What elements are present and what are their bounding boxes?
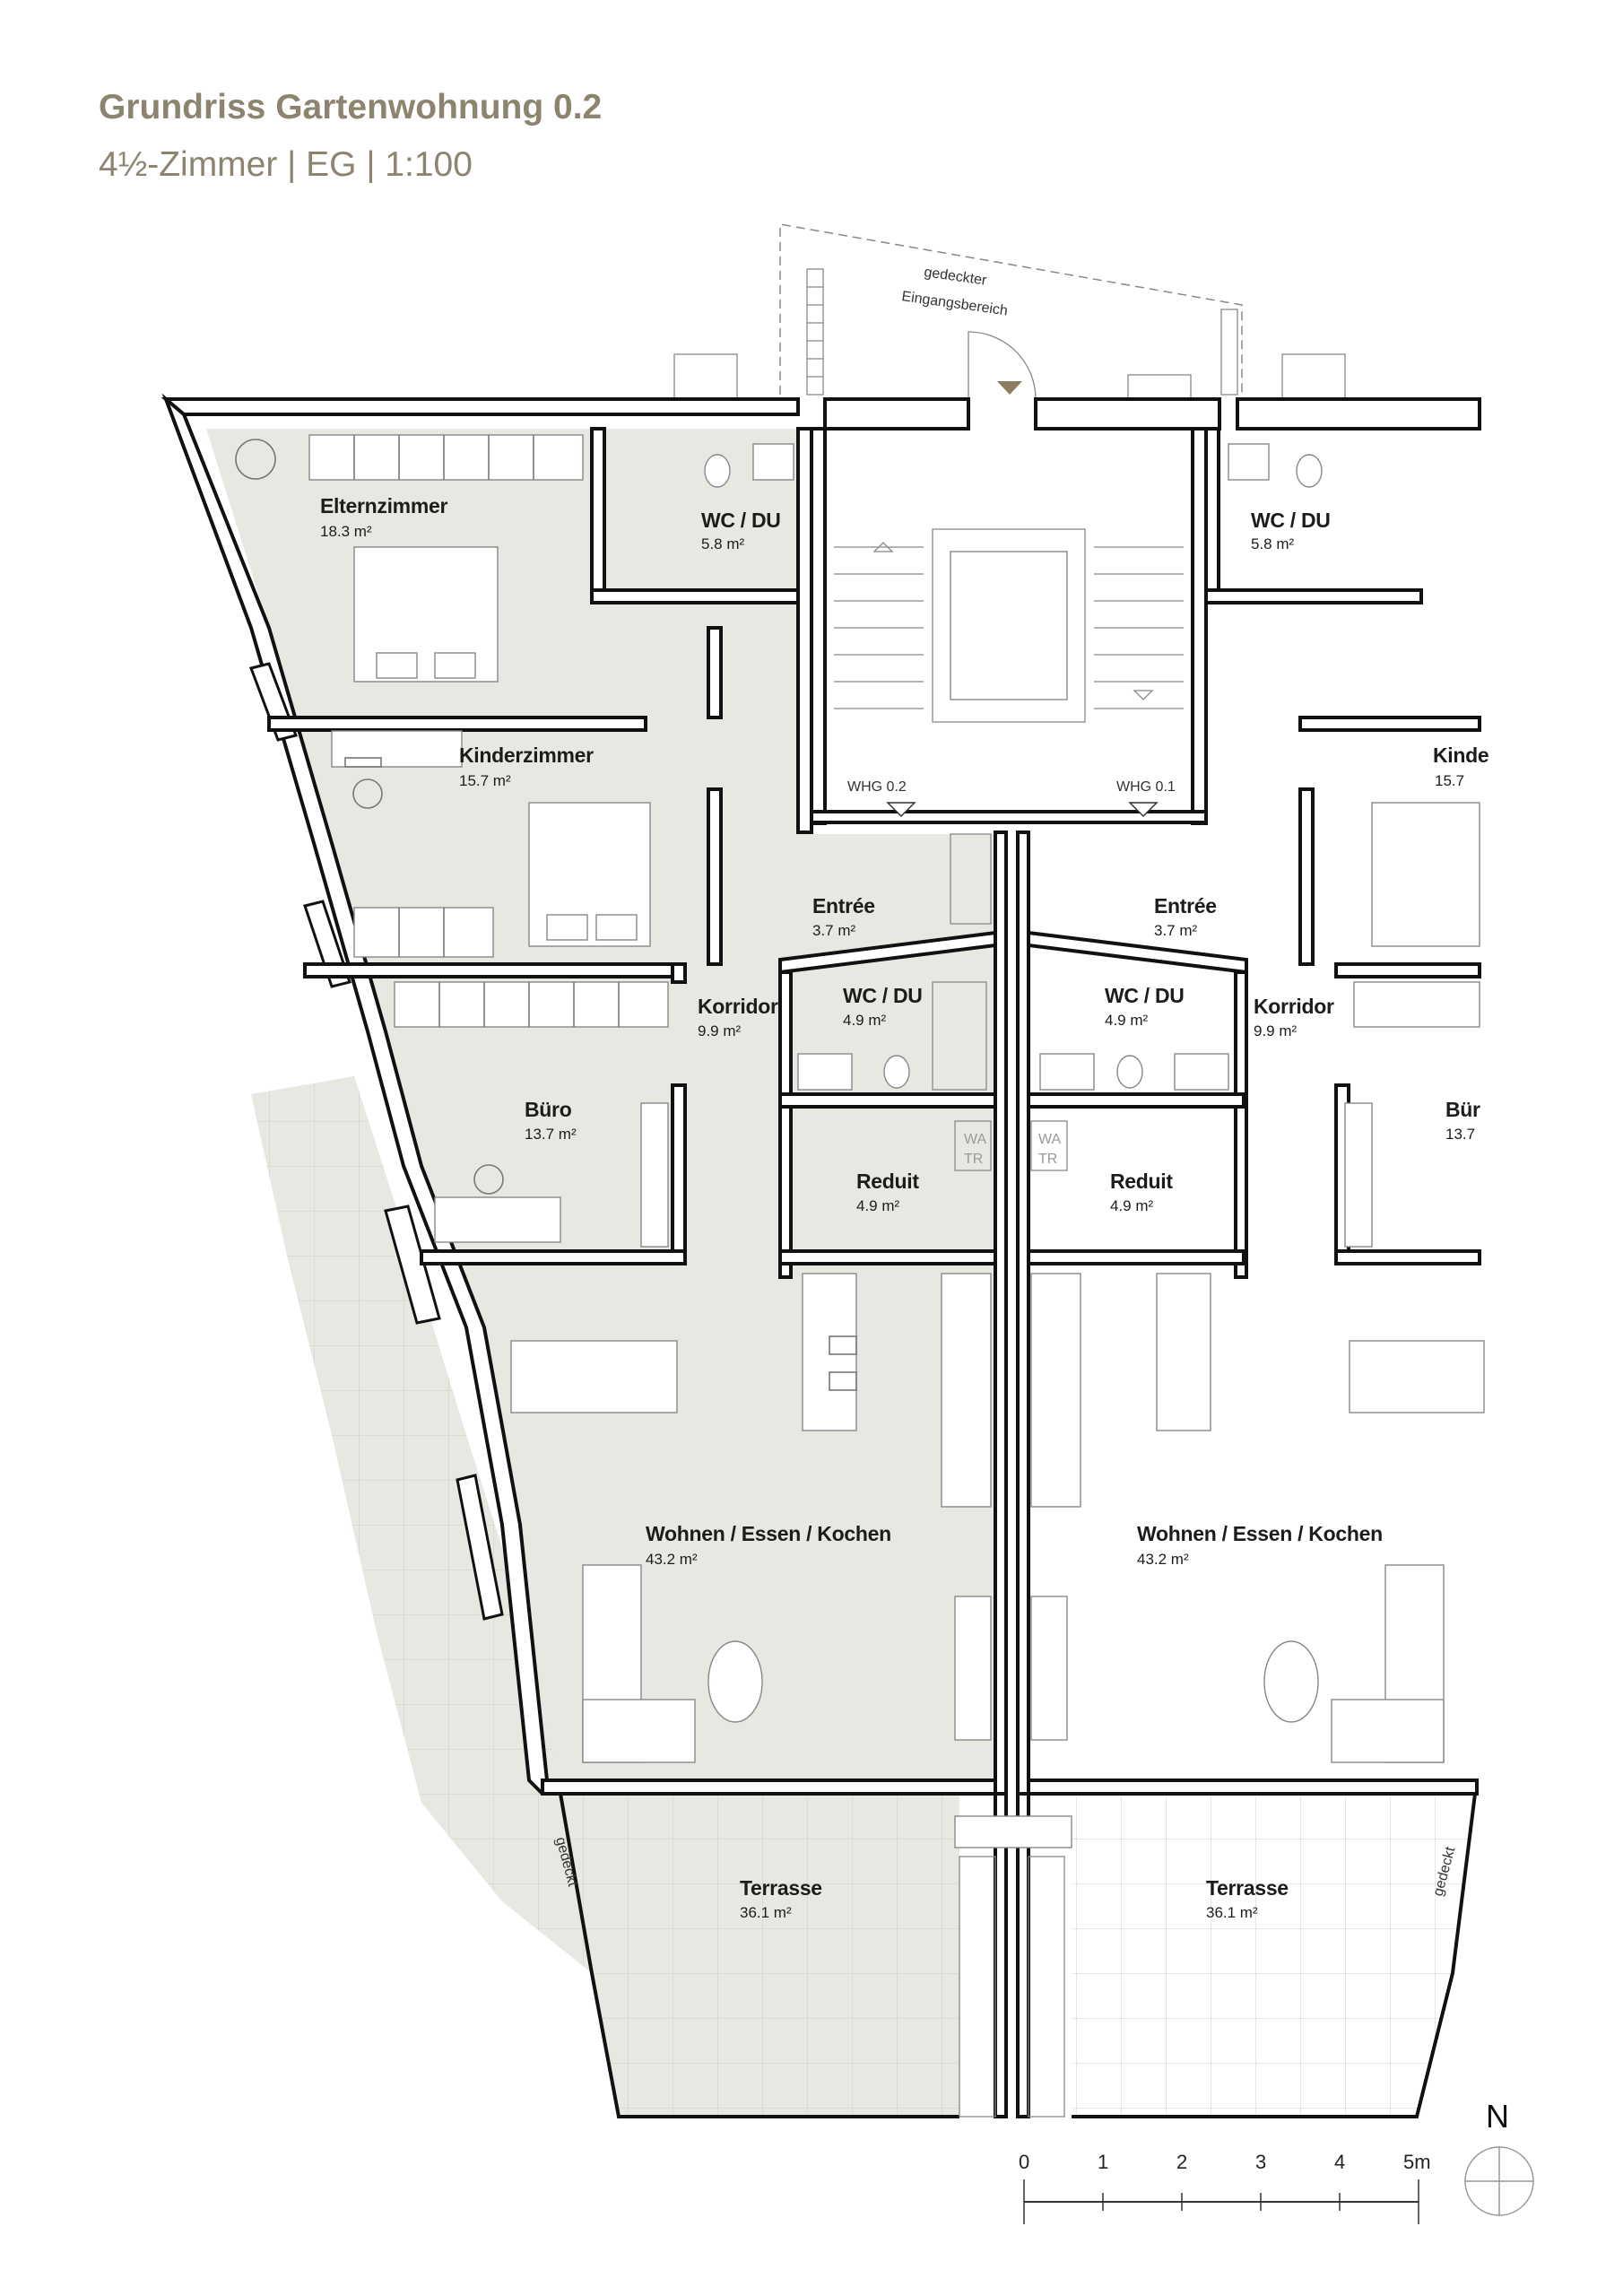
plan-subtitle: 4½-Zimmer | EG | 1:100 [99,145,473,184]
room-name-buero-right: Bür [1445,1098,1480,1121]
room-area-kinder-right: 15.7 [1435,772,1464,789]
room-name-wohnen: Wohnen / Essen / Kochen [646,1522,891,1545]
wa-label-left: WA [964,1132,987,1147]
plant-icon [235,439,276,480]
room-area-buero: 13.7 m² [525,1126,577,1143]
entrance-label-line1: gedeckter [923,265,988,289]
room-area-korridor: 9.9 m² [698,1022,742,1039]
furniture [235,434,1485,1763]
room-area-wcdu: 4.9 m² [843,1012,887,1029]
room-name-buero: Büro [525,1098,572,1121]
room-area-elternzimmer: 18.3 m² [320,523,372,540]
unit-label-right: WHG 0.1 [1116,779,1176,795]
room-name-kinderzimmer: Kinderzimmer [459,744,594,767]
room-name-reduit: Reduit [856,1170,919,1193]
room-area-korridor-right: 9.9 m² [1254,1022,1298,1039]
room-name-entree: Entrée [812,894,875,918]
scale-tick-3: 3 [1255,2151,1266,2173]
room-area-wohnen-right: 43.2 m² [1137,1551,1189,1568]
north-arrow: N [1464,2098,1534,2216]
room-name-wcdu-top: WC / DU [701,509,781,532]
floor-fills [206,429,1475,2117]
room-area-entree-right: 3.7 m² [1154,922,1198,939]
room-area-wohnen: 43.2 m² [646,1551,698,1568]
entrance-canopy: gedeckter Eingangsbereich [673,223,1346,401]
room-name-korridor-right: Korridor [1254,995,1334,1018]
entrance-marker-icon [997,381,1022,395]
tr-label-left: TR [964,1152,983,1167]
room-name-terrasse: Terrasse [740,1876,822,1900]
room-name-terrasse-right: Terrasse [1206,1876,1289,1900]
room-name-korridor: Korridor [698,995,778,1018]
room-area-buero-right: 13.7 [1445,1126,1475,1143]
room-area-reduit-right: 4.9 m² [1110,1197,1154,1214]
room-name-wcdu-right: WC / DU [1105,984,1185,1007]
entrance-label-line2: Eingangsbereich [900,289,1008,318]
room-name-wcdu: WC / DU [843,984,923,1007]
tr-label-right: TR [1038,1152,1057,1167]
room-name-wohnen-right: Wohnen / Essen / Kochen [1137,1522,1383,1545]
scale-tick-4: 4 [1334,2151,1345,2173]
room-area-reduit: 4.9 m² [856,1197,900,1214]
room-area-kinderzimmer: 15.7 m² [459,772,511,789]
room-name-entree-right: Entrée [1154,894,1217,918]
room-area-wcdu-right: 4.9 m² [1105,1012,1149,1029]
room-name-elternzimmer: Elternzimmer [320,494,447,517]
scale-bar: 0 1 2 3 4 5m [1019,2151,1431,2224]
room-name-wcdu-top-right: WC / DU [1251,509,1331,532]
plan-title: Grundriss Gartenwohnung 0.2 [99,88,603,126]
room-area-terrasse: 36.1 m² [740,1904,792,1921]
room-name-reduit-right: Reduit [1110,1170,1173,1193]
north-label: N [1486,2098,1509,2135]
room-area-wcdu-top-right: 5.8 m² [1251,535,1295,552]
scale-tick-0: 0 [1019,2151,1029,2173]
scale-tick-2: 2 [1176,2151,1187,2173]
scale-tick-1: 1 [1098,2151,1108,2173]
room-area-terrasse-right: 36.1 m² [1206,1904,1258,1921]
unit-label-left: WHG 0.2 [847,779,907,795]
left-unit-floor [206,429,592,1794]
room-name-kinder-right: Kinde [1433,744,1488,767]
room-area-wcdu-top: 5.8 m² [701,535,745,552]
room-labels-right: WC / DU 5.8 m² Kinde 15.7 WHG 0.1 Entrée… [1038,509,1489,1921]
left-unit-floor-core [592,429,995,1794]
walls [161,393,1481,2118]
room-area-entree: 3.7 m² [812,922,856,939]
scale-tick-5: 5m [1403,2151,1431,2173]
room-labels-left: Elternzimmer 18.3 m² WC / DU 5.8 m² Kind… [320,494,987,1921]
wa-label-right: WA [1038,1132,1062,1147]
